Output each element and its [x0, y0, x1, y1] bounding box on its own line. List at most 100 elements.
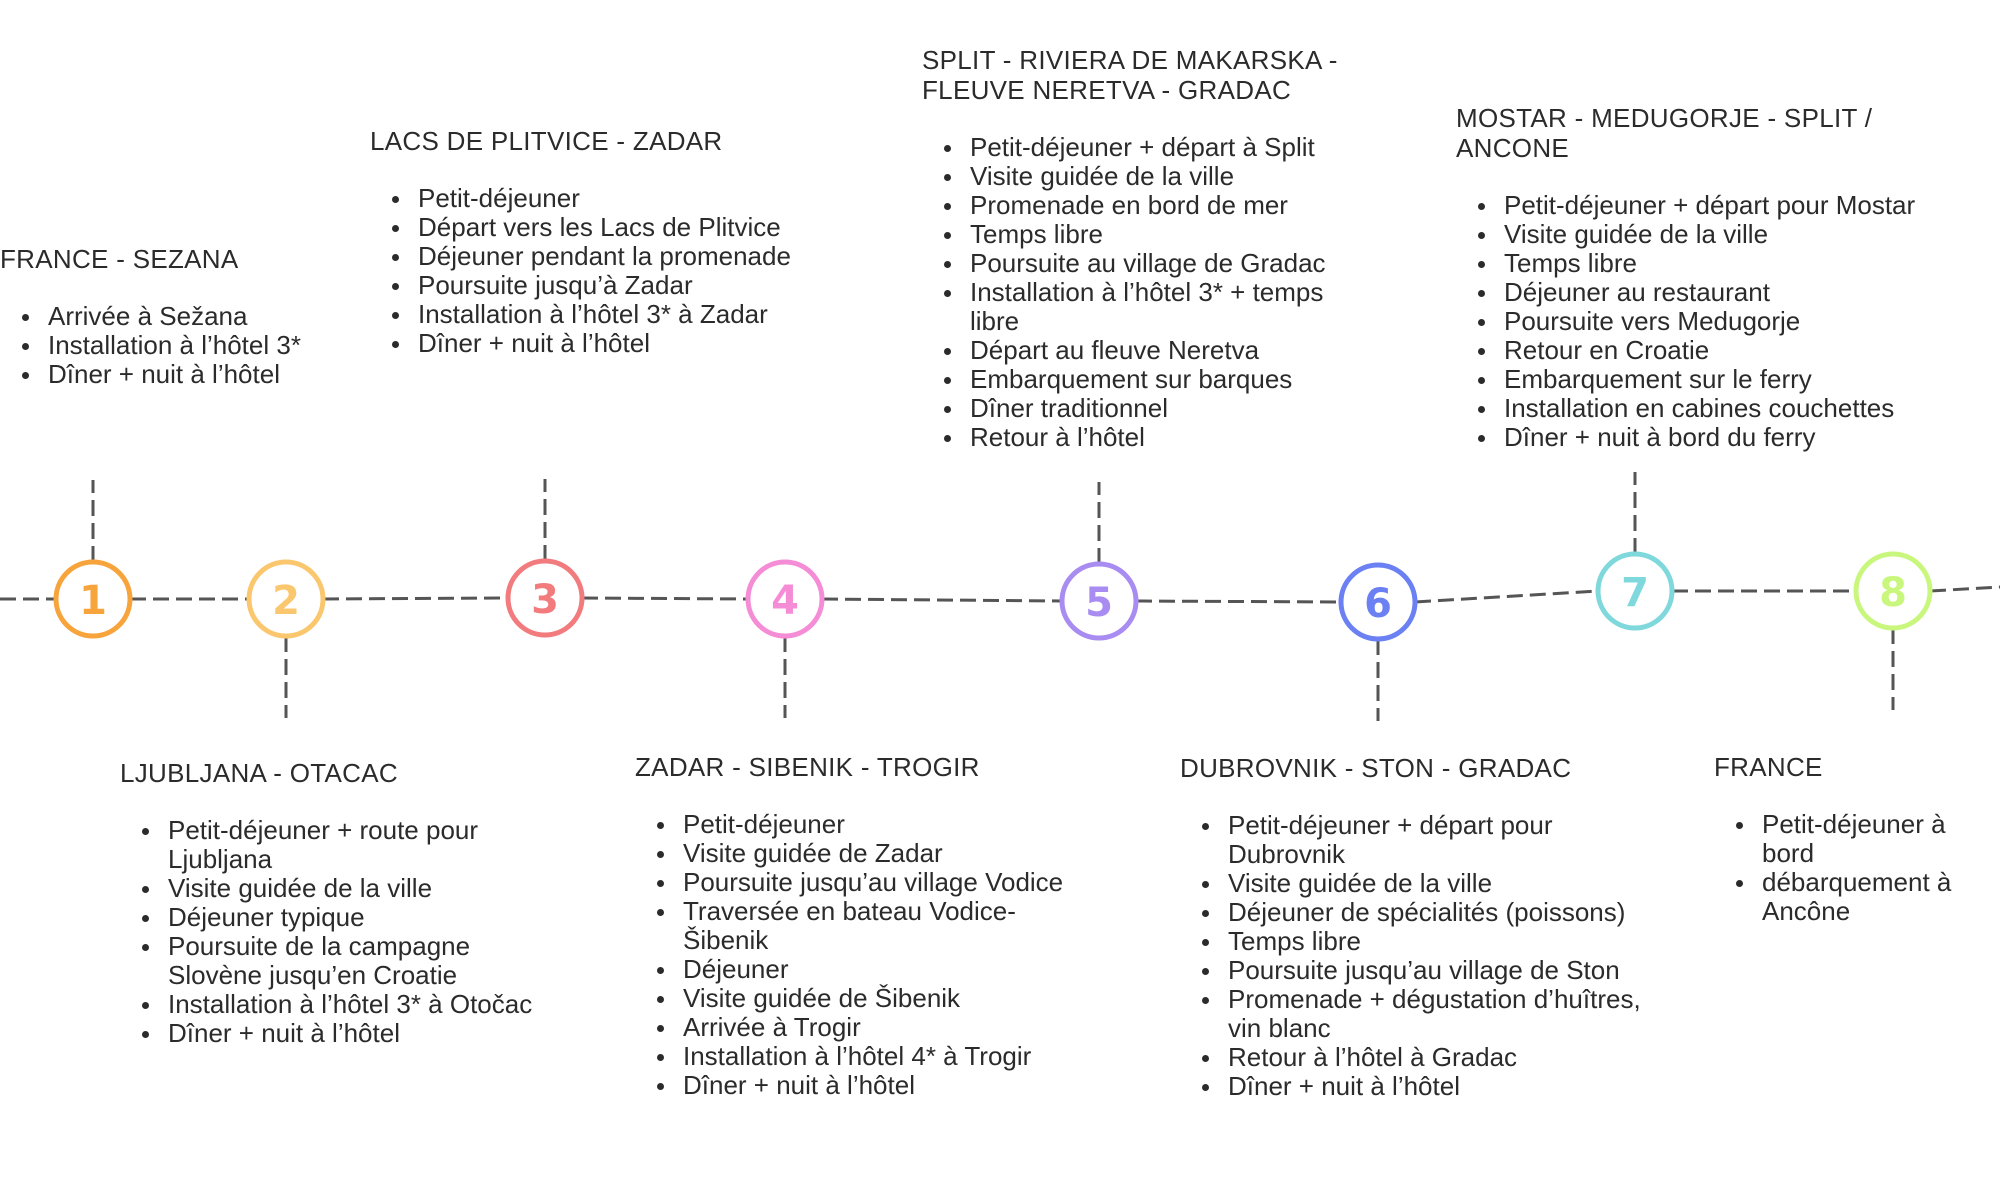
step-circle — [1338, 562, 1418, 642]
list-item: Poursuite jusqu’au village Vodice — [657, 867, 1064, 897]
list-item: débarquement à Ancône — [1736, 868, 1974, 926]
list-item: Déjeuner au restaurant — [1478, 278, 1956, 307]
list-item: Départ au fleuve Neretva — [944, 336, 1352, 365]
list-item: Embarquement sur barques — [944, 365, 1352, 394]
step-circle — [745, 559, 825, 639]
step-number: 4 — [771, 578, 799, 624]
list-item: Visite guidée de la ville — [142, 874, 560, 903]
step-number: 7 — [1621, 570, 1649, 616]
list-item: Retour à l’hôtel à Gradac — [1202, 1043, 1660, 1072]
timeline-segment — [322, 596, 509, 601]
list-item: Déjeuner pendant la promenade — [392, 242, 850, 271]
day-title: LJUBLJANA - OTACAC — [120, 758, 398, 788]
list-item: Installation à l’hôtel 3* à Otočac — [142, 990, 560, 1019]
timeline-segment — [1929, 585, 2000, 593]
day-title: MOSTAR - MEDUGORJE - SPLIT / ANCONE — [1456, 103, 1873, 163]
day-activity-list: Petit-déjeuner + départ à Split Visite g… — [922, 133, 1352, 452]
list-item: Temps libre — [1202, 927, 1660, 956]
step-number: 3 — [531, 577, 559, 623]
list-item: Dîner + nuit à l’hôtel — [657, 1071, 1065, 1100]
list-item: Dîner traditionnel — [944, 394, 1352, 423]
list-item: Déjeuner — [657, 955, 1065, 984]
list-item: Poursuite de la campagne Slovène jusqu’e… — [142, 932, 560, 990]
day-activity-list: Petit-déjeuner + départ pour Dubrovnik V… — [1180, 811, 1660, 1101]
timeline-segment — [821, 597, 1063, 603]
day-4-block: ZADAR - SIBENIK - TROGIR Petit-déjeuner … — [635, 752, 1065, 1100]
list-item: Dîner + nuit à l’hôtel — [1202, 1072, 1660, 1101]
day-title: DUBROVNIK - STON - GRADAC — [1180, 753, 1572, 783]
day-title: LACS DE PLITVICE - ZADAR — [370, 126, 723, 156]
day-7-block: MOSTAR - MEDUGORJE - SPLIT / ANCONE Peti… — [1456, 103, 1956, 452]
list-item: Visite guidée de la ville — [944, 162, 1352, 191]
list-item: Poursuite jusqu’au village de Ston — [1202, 956, 1660, 985]
list-item: Petit-déjeuner + départ à Split — [944, 133, 1352, 162]
step-circle — [246, 559, 326, 639]
day-activity-list: Arrivée à Sežana Installation à l’hôtel … — [0, 302, 350, 389]
list-item: Promenade + dégustation d’huîtres, vin b… — [1202, 985, 1660, 1043]
day-1-block: FRANCE - SEZANA Arrivée à Sežana Install… — [0, 244, 350, 389]
day-5-block: SPLIT - RIVIERA DE MAKARSKA - FLEUVE NER… — [922, 45, 1352, 452]
step-circle — [1059, 561, 1139, 641]
list-item: Visite guidée de la ville — [1202, 869, 1660, 898]
list-item: Installation à l’hôtel 3* + temps libre — [944, 278, 1352, 336]
list-item: Installation en cabines couchettes — [1478, 394, 1956, 423]
list-item: Embarquement sur le ferry — [1478, 365, 1956, 394]
day-activity-list: Petit-déjeuner Visite guidée de Zadar Po… — [635, 810, 1065, 1100]
day-title: ZADAR - SIBENIK - TROGIR — [635, 752, 980, 782]
list-item: Petit-déjeuner + départ pour Dubrovnik — [1202, 811, 1660, 869]
step-circle — [53, 559, 133, 639]
list-item: Petit-déjeuner — [657, 810, 1065, 839]
list-item: Installation à l’hôtel 4* à Trogir — [657, 1042, 1065, 1071]
list-item: Retour en Croatie — [1478, 336, 1956, 365]
day-8-block: FRANCE Petit-déjeuner à bord débarquemen… — [1714, 752, 1974, 926]
list-item: Temps libre — [944, 220, 1352, 249]
list-item: Petit-déjeuner à bord — [1736, 810, 1974, 868]
list-item: Arrivée à Sežana — [22, 302, 350, 331]
day-title: FRANCE — [1714, 752, 1823, 782]
list-item: Déjeuner typique — [142, 903, 560, 932]
list-item: Poursuite vers Medugorje — [1478, 307, 1956, 336]
list-item: Dîner + nuit à bord du ferry — [1478, 423, 1956, 452]
list-item: Installation à l’hôtel 3* — [22, 331, 350, 360]
list-item: Installation à l’hôtel 3* à Zadar — [392, 300, 850, 329]
step-circle — [505, 558, 585, 638]
list-item: Visite guidée de Šibenik — [657, 984, 1065, 1013]
timeline-segment — [1135, 599, 1342, 604]
step-number: 6 — [1364, 581, 1392, 627]
list-item: Dîner + nuit à l’hôtel — [142, 1019, 560, 1048]
list-item: Poursuite jusqu’à Zadar — [392, 271, 850, 300]
step-number: 5 — [1085, 580, 1113, 626]
step-number: 1 — [79, 578, 107, 624]
day-activity-list: Petit-déjeuner à bord débarquement à Anc… — [1714, 810, 1974, 926]
day-6-block: DUBROVNIK - STON - GRADAC Petit-déjeuner… — [1180, 753, 1660, 1101]
list-item: Petit-déjeuner + départ pour Mostar — [1478, 191, 1956, 220]
step-circle — [1595, 551, 1675, 631]
list-item: Visite guidée de la ville — [1478, 220, 1956, 249]
timeline-segment — [1414, 589, 1599, 604]
list-item: Poursuite au village de Gradac — [944, 249, 1352, 278]
list-item: Arrivée à Trogir — [657, 1013, 1065, 1042]
list-item: Temps libre — [1478, 249, 1956, 278]
list-item: Dîner + nuit à l’hôtel — [22, 360, 350, 389]
day-title: SPLIT - RIVIERA DE MAKARSKA - FLEUVE NER… — [922, 45, 1338, 105]
step-number: 2 — [272, 578, 300, 624]
day-2-block: LJUBLJANA - OTACAC Petit-déjeuner + rout… — [120, 758, 560, 1048]
day-3-block: LACS DE PLITVICE - ZADAR Petit-déjeuner … — [370, 126, 850, 358]
step-number: 8 — [1879, 570, 1907, 616]
timeline-segment — [581, 596, 749, 601]
list-item: Promenade en bord de mer — [944, 191, 1352, 220]
list-item: Dîner + nuit à l’hôtel — [392, 329, 850, 358]
list-item: Déjeuner de spécialités (poissons) — [1202, 898, 1660, 927]
day-activity-list: Petit-déjeuner + départ pour Mostar Visi… — [1456, 191, 1956, 452]
list-item: Petit-déjeuner — [392, 184, 850, 213]
list-item: Départ vers les Lacs de Plitvice — [392, 213, 850, 242]
day-activity-list: Petit-déjeuner Départ vers les Lacs de P… — [370, 184, 850, 358]
list-item: Visite guidée de Zadar — [657, 839, 1065, 868]
list-item: Retour à l’hôtel — [944, 423, 1352, 452]
day-title: FRANCE - SEZANA — [0, 244, 239, 274]
list-item: Traversée en bateau Vodice-Šibenik — [657, 897, 1065, 955]
step-circle — [1853, 551, 1933, 631]
list-item: Petit-déjeuner + route pour Ljubljana — [142, 816, 560, 874]
day-activity-list: Petit-déjeuner + route pour Ljubljana Vi… — [120, 816, 560, 1048]
